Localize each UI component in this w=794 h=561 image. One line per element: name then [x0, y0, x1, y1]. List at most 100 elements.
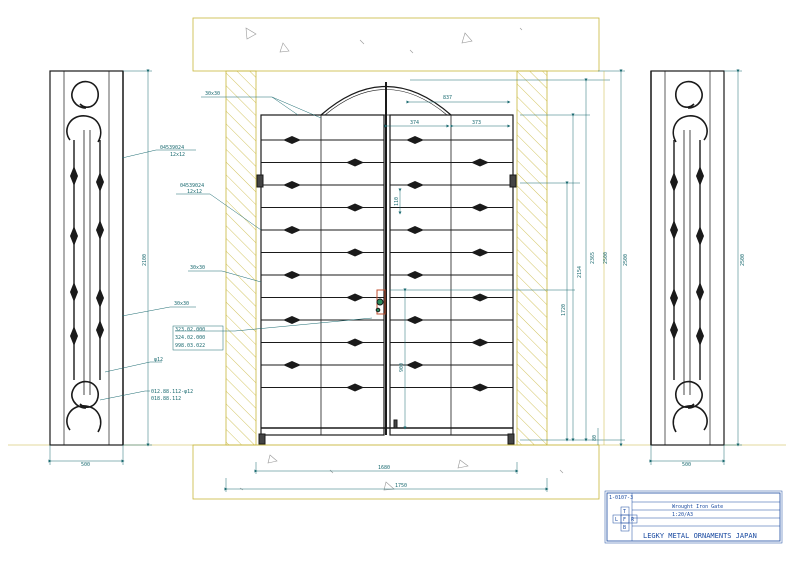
- dim-total-height: 2500: [603, 252, 609, 264]
- view-label-left: L: [615, 517, 618, 523]
- callout-left-frame: 30x30: [190, 265, 205, 271]
- latch: [393, 419, 398, 429]
- gate-diamond: [406, 271, 424, 279]
- dim-spacing: 110: [394, 197, 400, 206]
- foot-left: [258, 433, 266, 445]
- dim-side-height-gate: 2500: [623, 254, 629, 266]
- gate-diamond: [471, 383, 489, 392]
- base-slab: [192, 444, 600, 500]
- side-diamond: [670, 288, 678, 308]
- right-pillar: [516, 70, 548, 446]
- side-diamond: [70, 166, 78, 186]
- callout-bar-a-code: 04539024: [160, 145, 184, 151]
- left-pillar: [225, 70, 257, 446]
- dim-bay-b: 373: [472, 120, 481, 126]
- drawing-title: Wrought Iron Gate: [672, 504, 723, 510]
- gate-diamond: [471, 248, 489, 257]
- gate-diamond: [346, 248, 364, 257]
- company-name: LEGKY METAL ORNAMENTS JAPAN: [643, 532, 757, 540]
- dim-width-inner: 1680: [378, 465, 390, 471]
- side-diamond: [696, 226, 704, 246]
- side-diamond: [670, 220, 678, 240]
- hinge-left: [256, 174, 264, 188]
- side-diamond: [70, 326, 78, 346]
- title-block: 1-0107-3 Wrought Iron Gate 1:20/A3 LEGKY…: [604, 490, 783, 544]
- callout-top-frame: 30x30: [205, 91, 220, 97]
- dim-side-height-right: 2500: [740, 254, 746, 266]
- dim-width-overall: 1750: [395, 483, 407, 489]
- gate-diamond: [346, 383, 364, 392]
- dim-height-b: 2154: [577, 266, 583, 278]
- dim-base-offset: 80: [592, 435, 598, 441]
- dim-side-width-right: 500: [682, 462, 691, 468]
- leader-lines: [99, 96, 373, 401]
- dim-leaf-width: 837: [443, 95, 452, 101]
- callout-rod: φ12: [154, 357, 163, 363]
- gate-diamond: [471, 203, 489, 212]
- callout-left-frame-b: 30x30: [174, 301, 189, 307]
- lintel: [192, 17, 600, 72]
- view-label-top: T: [623, 509, 626, 515]
- gate-diamond: [406, 361, 424, 369]
- side-diamond: [96, 320, 104, 340]
- dimension-lines: [48, 69, 742, 492]
- gate-diamond: [406, 316, 424, 324]
- callout-part-1: 323.02.000: [175, 327, 205, 333]
- side-diamond: [96, 288, 104, 308]
- callout-bar-b-size: 12x12: [187, 189, 202, 195]
- gate-diamond: [471, 158, 489, 167]
- gate: [256, 82, 517, 445]
- callout-part-2: 324.02.000: [175, 335, 205, 341]
- side-diamond: [696, 282, 704, 302]
- gate-diamond: [471, 293, 489, 302]
- gate-diamond: [283, 316, 301, 324]
- gate-diamond: [406, 136, 424, 144]
- side-diamond: [696, 166, 704, 186]
- dim-side-height-left: 2100: [142, 254, 148, 266]
- side-diamond: [96, 220, 104, 240]
- left-side-diamonds: [70, 166, 104, 346]
- gate-diamond: [283, 136, 301, 144]
- dim-lock-height: 900: [399, 363, 405, 372]
- side-diamond: [96, 172, 104, 192]
- gate-diamond: [406, 226, 424, 234]
- gate-diamond: [283, 271, 301, 279]
- gate-diamond: [406, 181, 424, 189]
- drawing-scale: 1:20/A3: [672, 512, 693, 518]
- side-diamond: [70, 226, 78, 246]
- side-diamond: [696, 326, 704, 346]
- view-label-right: R: [631, 517, 635, 523]
- foot-right: [507, 433, 515, 445]
- callout-part-3: 998.03.022: [175, 343, 205, 349]
- left-side-panel: [49, 70, 124, 446]
- callout-bar-a-size: 12x12: [170, 152, 185, 158]
- callout-scroll-code: 012.88.112-φ12: [151, 389, 193, 395]
- drawing-number: 1-0107-3: [609, 495, 633, 501]
- side-diamond: [670, 320, 678, 340]
- view-label-front: F: [623, 517, 626, 523]
- dim-bay-a: 374: [410, 120, 419, 126]
- right-side-diamonds: [670, 166, 704, 346]
- gate-diamond: [283, 226, 301, 234]
- dim-side-width-left: 500: [81, 462, 90, 468]
- view-label-bottom: B: [623, 525, 626, 531]
- dim-height-a: 2365: [590, 252, 596, 264]
- callout-text: 30x30 04539024 12x12 04539024 12x12 30x3…: [151, 91, 220, 402]
- horizontal-bars: [261, 139, 513, 388]
- dim-height-c: 1720: [561, 304, 567, 316]
- gate-diamond: [346, 338, 364, 347]
- dimension-text: 837 374 373 1680 1750 110 900 1720 2154 …: [81, 95, 746, 489]
- wall-structure: [8, 17, 786, 500]
- right-side-panel: [650, 70, 725, 446]
- gate-diamond: [346, 293, 364, 302]
- diamond-ornaments: [283, 136, 489, 392]
- gate-diamond: [283, 361, 301, 369]
- stone-marks: [239, 27, 564, 491]
- hinge-right: [509, 174, 517, 188]
- gate-diamond: [346, 158, 364, 167]
- gate-diamond: [346, 203, 364, 212]
- gate-diamond: [283, 181, 301, 189]
- callout-scroll-code-2: 018.88.112: [151, 396, 181, 402]
- lock-knob: [376, 298, 384, 306]
